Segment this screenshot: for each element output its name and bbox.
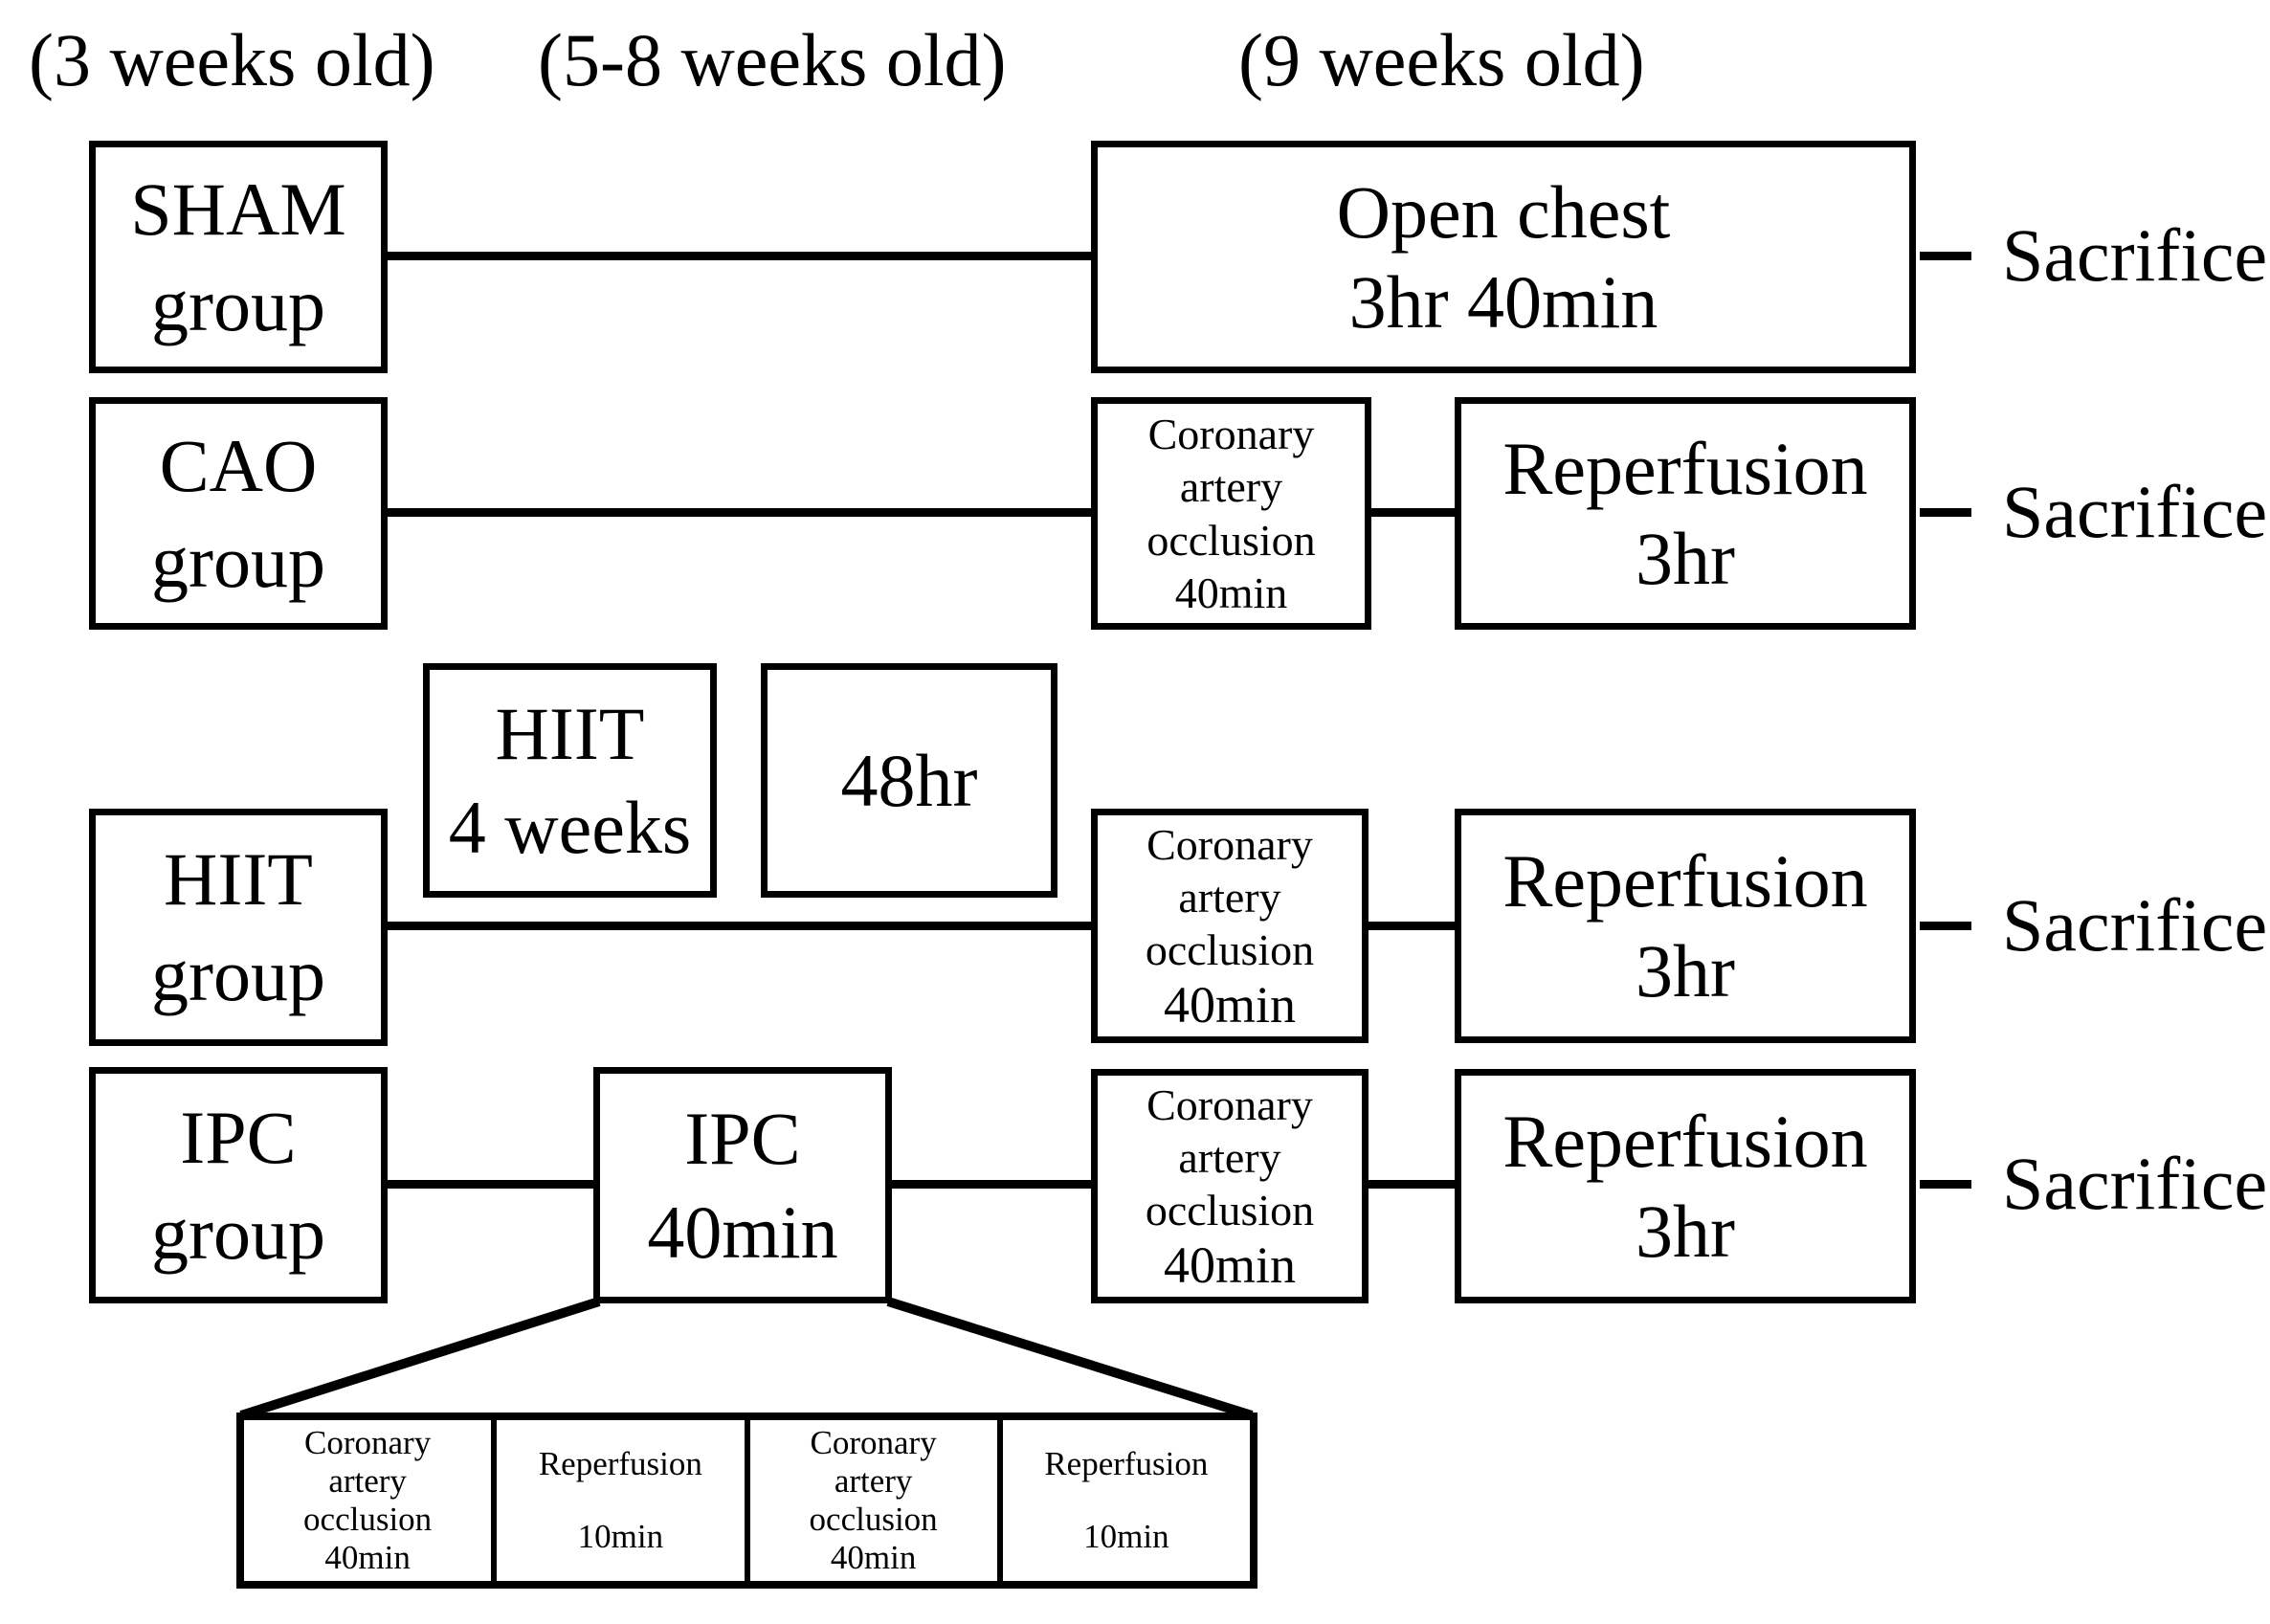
ipc-occlusion-line2: artery: [1178, 1133, 1281, 1183]
ipc-detail-c3-line2: artery: [834, 1461, 913, 1500]
hiit-reperfusion-box: Reperfusion 3hr: [1455, 809, 1916, 1043]
sham-group-line1: SHAM: [130, 167, 346, 251]
hiit-sacrifice-dash: [1920, 922, 1971, 930]
cao-group-box: CAO group: [89, 397, 388, 630]
cao-reperfusion-line1: Reperfusion: [1502, 426, 1868, 510]
sham-sacrifice-dash: [1920, 252, 1971, 260]
ipc-detail-reperfusion-cell-1: Reperfusion 10min: [497, 1420, 750, 1581]
ipc-reperfusion-box: Reperfusion 3hr: [1455, 1069, 1916, 1303]
cao-occlusion-line2: artery: [1179, 462, 1283, 512]
ipc-occlusion-line4: 40min: [1163, 1235, 1296, 1294]
cao-sacrifice-label: Sacrifice: [2002, 470, 2268, 553]
cao-link-line: [1371, 508, 1455, 517]
ipc-sacrifice-dash: [1920, 1180, 1971, 1189]
cao-group-line1: CAO: [159, 423, 318, 507]
cao-reperfusion-line2: 3hr: [1636, 516, 1735, 600]
ipc-preconditioning-line2: 40min: [647, 1190, 838, 1274]
cao-timeline-line: [388, 508, 1091, 517]
cao-reperfusion-box: Reperfusion 3hr: [1455, 397, 1916, 630]
open-chest-box: Open chest 3hr 40min: [1091, 141, 1916, 373]
sham-group-box: SHAM group: [89, 141, 388, 373]
ipc-detail-c2-line1: Reperfusion: [538, 1444, 702, 1482]
hiit-link-line: [1369, 922, 1455, 930]
hiit-rest-box: 48hr: [761, 663, 1057, 898]
hiit-group-line1: HIIT: [164, 837, 313, 922]
cao-group-line2: group: [151, 519, 325, 603]
ipc-link-line: [1369, 1180, 1455, 1189]
ipc-detail-c1-line2: artery: [328, 1461, 407, 1500]
ipc-detail-c3-line1: Coronary: [810, 1423, 937, 1461]
sham-sacrifice-label: Sacrifice: [2002, 213, 2268, 297]
hiit-sacrifice-label: Sacrifice: [2002, 883, 2268, 967]
ipc-group-line1: IPC: [180, 1095, 297, 1179]
ipc-detail-occlusion-cell-1: Coronary artery occlusion 40min: [244, 1420, 498, 1581]
hiit-occlusion-line1: Coronary: [1146, 820, 1313, 870]
sham-group-line2: group: [151, 262, 325, 346]
ipc-timeline-line-1: [388, 1180, 593, 1189]
ipc-group-line2: group: [151, 1190, 325, 1275]
ipc-detail-occlusion-cell-2: Coronary artery occlusion 40min: [750, 1420, 1003, 1581]
ipc-detail-c2-line2: 10min: [577, 1518, 664, 1555]
hiit-timeline-line: [388, 922, 1091, 930]
hiit-reperfusion-line1: Reperfusion: [1502, 838, 1868, 923]
hiit-occlusion-box: Coronary artery occlusion 40min: [1091, 809, 1369, 1043]
age-label-5-8-weeks: (5-8 weeks old): [538, 18, 1007, 101]
funnel-left-line: [239, 1297, 601, 1420]
age-label-3-weeks: (3 weeks old): [29, 18, 435, 101]
ipc-reperfusion-line1: Reperfusion: [1502, 1099, 1868, 1183]
hiit-rest-line1: 48hr: [840, 738, 978, 822]
open-chest-line1: Open chest: [1336, 169, 1671, 254]
age-label-9-weeks: (9 weeks old): [1238, 18, 1645, 101]
ipc-detail-reperfusion-cell-2: Reperfusion 10min: [1003, 1420, 1250, 1581]
ipc-detail-c4-line1: Reperfusion: [1044, 1444, 1209, 1482]
ipc-detail-c3-line4: 40min: [830, 1539, 917, 1577]
hiit-occlusion-line4: 40min: [1163, 975, 1296, 1034]
ipc-occlusion-box: Coronary artery occlusion 40min: [1091, 1069, 1369, 1303]
hiit-training-box: HIIT 4 weeks: [423, 663, 717, 898]
hiit-training-line1: HIIT: [495, 692, 645, 775]
ipc-detail-c1-line1: Coronary: [304, 1423, 432, 1461]
ipc-occlusion-line1: Coronary: [1146, 1080, 1313, 1130]
hiit-group-box: HIIT group: [89, 809, 388, 1046]
ipc-preconditioning-line1: IPC: [684, 1097, 801, 1180]
ipc-occlusion-line3: occlusion: [1145, 1186, 1315, 1235]
cao-occlusion-line1: Coronary: [1147, 410, 1315, 459]
sham-timeline-line: [388, 252, 1091, 260]
ipc-timeline-line-2: [892, 1180, 1091, 1189]
ipc-detail-c1-line3: occlusion: [303, 1501, 433, 1538]
hiit-occlusion-line2: artery: [1178, 873, 1281, 923]
ipc-preconditioning-box: IPC 40min: [593, 1067, 892, 1303]
hiit-training-line2: 4 weeks: [448, 785, 692, 869]
funnel-right-line: [886, 1297, 1254, 1420]
cao-occlusion-line3: occlusion: [1146, 515, 1316, 565]
hiit-reperfusion-line2: 3hr: [1636, 928, 1735, 1012]
cao-occlusion-line4: 40min: [1174, 567, 1288, 617]
ipc-detail-c1-line4: 40min: [324, 1539, 411, 1577]
ipc-reperfusion-line2: 3hr: [1636, 1189, 1735, 1273]
hiit-group-line2: group: [151, 933, 325, 1016]
open-chest-line2: 3hr 40min: [1348, 259, 1658, 344]
ipc-protocol-table: Coronary artery occlusion 40min Reperfus…: [236, 1413, 1257, 1589]
hiit-occlusion-line3: occlusion: [1145, 925, 1315, 975]
ipc-detail-c4-line2: 10min: [1083, 1518, 1169, 1555]
ipc-detail-c3-line3: occlusion: [809, 1501, 938, 1538]
cao-occlusion-box: Coronary artery occlusion 40min: [1091, 397, 1371, 630]
ipc-group-box: IPC group: [89, 1067, 388, 1303]
ipc-sacrifice-label: Sacrifice: [2002, 1142, 2268, 1225]
cao-sacrifice-dash: [1920, 508, 1971, 517]
